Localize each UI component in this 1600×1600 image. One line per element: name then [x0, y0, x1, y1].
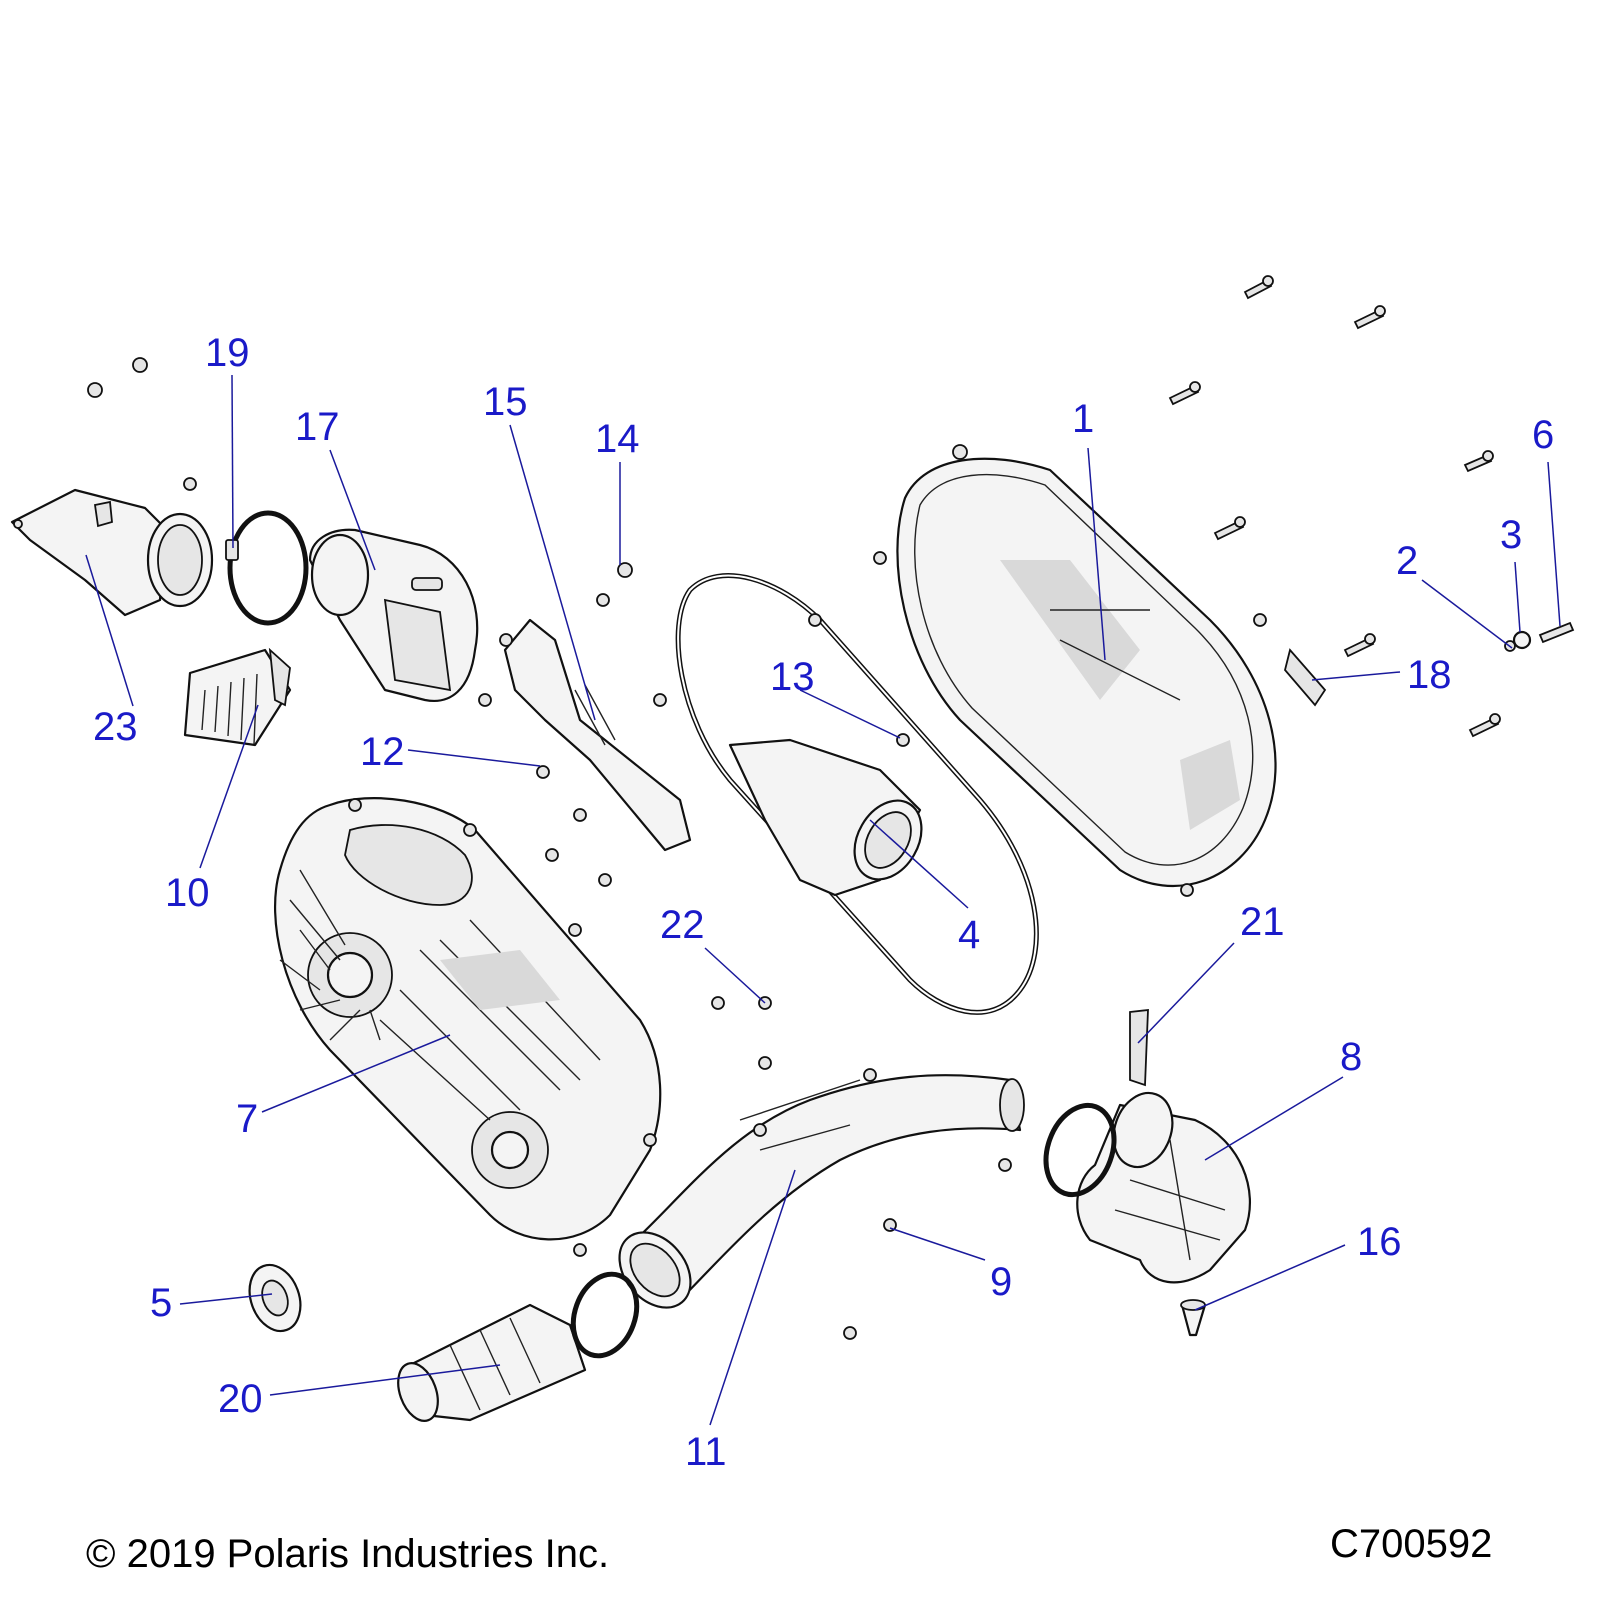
- part-small-hardware: [1504, 621, 1575, 652]
- callout-2: 2: [1396, 539, 1418, 583]
- callout-1: 1: [1072, 397, 1094, 441]
- part-screen: [183, 647, 292, 747]
- part-washer: [248, 1263, 302, 1333]
- callout-4: 4: [958, 913, 980, 957]
- callout-22: 22: [660, 903, 705, 947]
- callout-18: 18: [1407, 653, 1452, 697]
- callout-labels: 1 2 3 4 5 6 7 8 9 10 11 12 13 14 15 16 1…: [93, 331, 1554, 1474]
- callout-16: 16: [1357, 1220, 1402, 1264]
- callout-23: 23: [93, 705, 138, 749]
- callout-21: 21: [1240, 900, 1285, 944]
- part-hose-clamp-19: [225, 510, 309, 626]
- part-outlet-elbow: [1043, 1091, 1252, 1284]
- callout-13: 13: [770, 655, 815, 699]
- callout-10: 10: [165, 871, 210, 915]
- part-inner-clutch-cover: [274, 797, 662, 1257]
- callout-8: 8: [1340, 1035, 1362, 1079]
- callout-7: 7: [236, 1097, 258, 1141]
- part-drain: [1180, 1299, 1207, 1337]
- callout-3: 3: [1500, 513, 1522, 557]
- callout-5: 5: [150, 1281, 172, 1325]
- part-band-clamp-21: [1129, 1008, 1149, 1087]
- part-gasket: [1284, 648, 1327, 707]
- callout-leader-lines: [85, 374, 1561, 1426]
- callout-12: 12: [360, 730, 405, 774]
- part-long-duct: [618, 1068, 1025, 1309]
- callout-17: 17: [295, 405, 340, 449]
- copyright-notice: © 2019 Polaris Industries Inc.: [86, 1532, 610, 1576]
- drawing-number: C700592: [1330, 1522, 1493, 1566]
- callout-19: 19: [205, 331, 250, 375]
- callout-14: 14: [595, 417, 640, 461]
- part-drive-belt: [675, 573, 1039, 1015]
- fastener-bolts: [87, 275, 1501, 1340]
- part-exhaust-tube: [397, 1271, 640, 1422]
- callout-20: 20: [218, 1377, 263, 1421]
- callout-6: 6: [1532, 413, 1554, 457]
- callout-15: 15: [483, 380, 528, 424]
- part-outer-clutch-cover: [873, 444, 1277, 897]
- part-bracket: [503, 618, 692, 852]
- part-intake-elbow: [308, 528, 479, 702]
- callout-9: 9: [990, 1260, 1012, 1304]
- callout-11: 11: [685, 1430, 727, 1474]
- part-intake-housing: [10, 488, 214, 617]
